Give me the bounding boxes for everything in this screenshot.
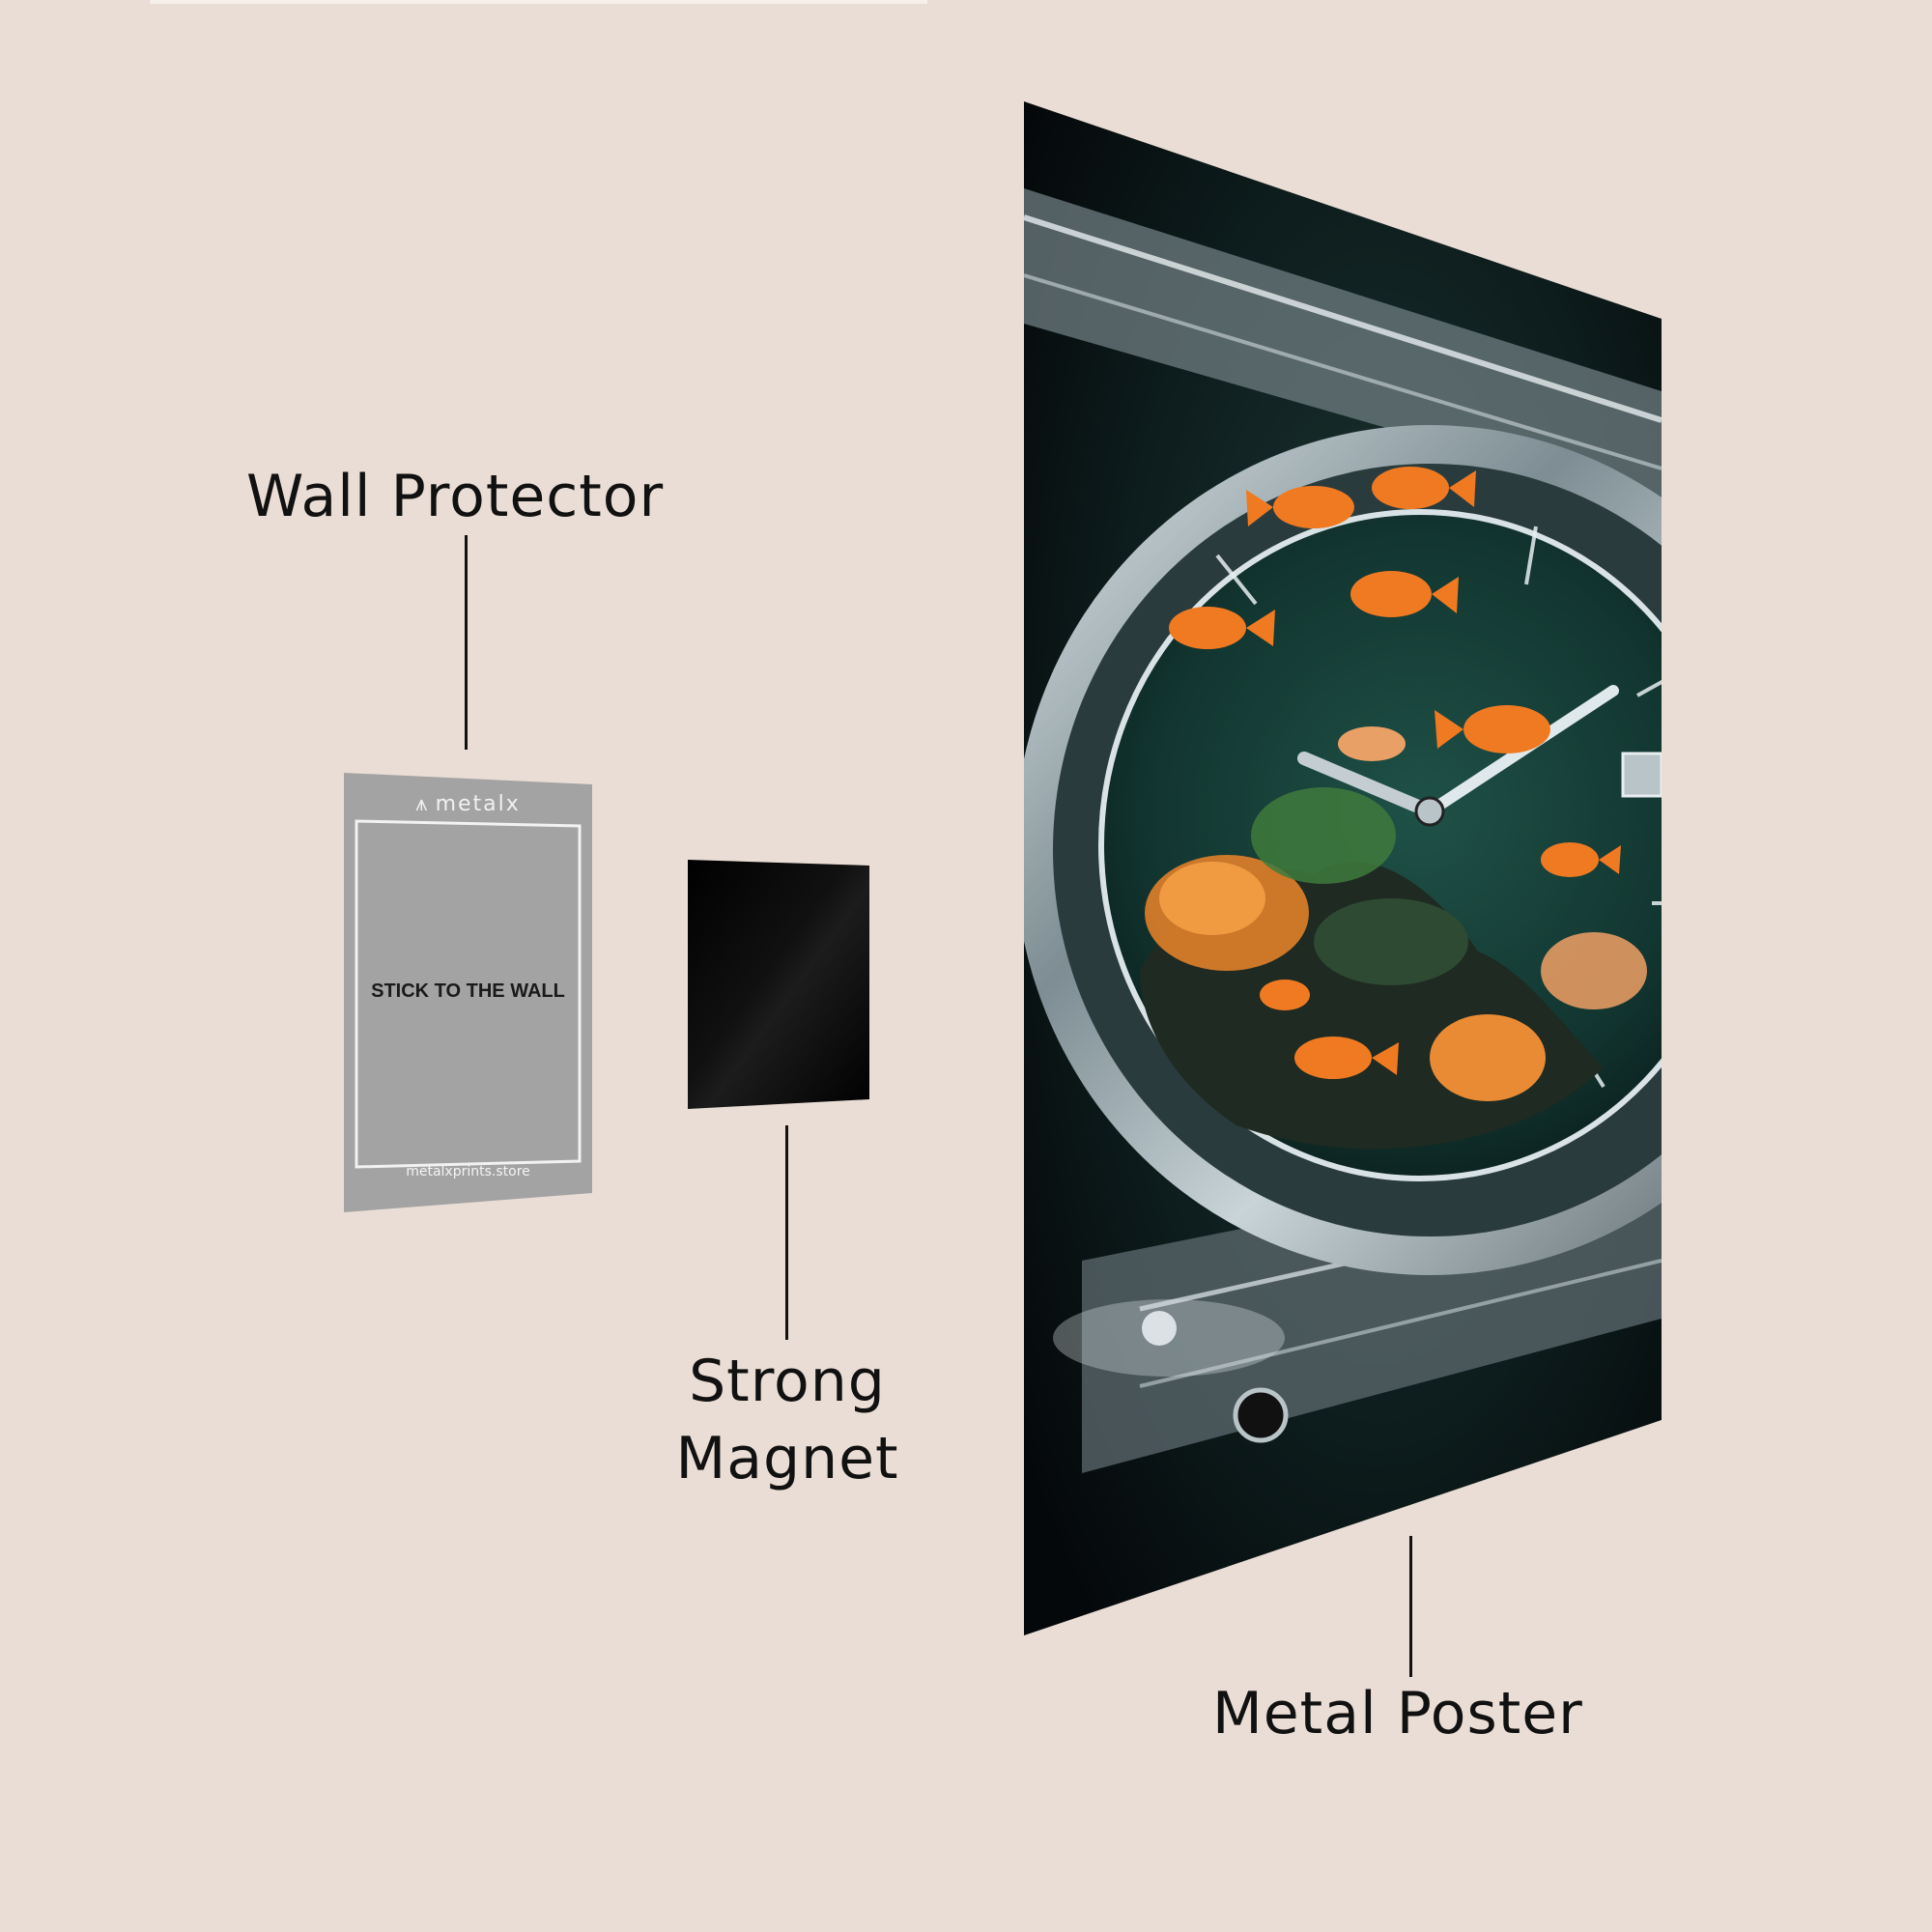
wall-protector-shape: [344, 773, 592, 1212]
metalx-logo-text: metalx: [435, 792, 521, 816]
wall-protector-leader-line: [465, 535, 468, 750]
wall-protector-card: ⩚metalx STICK TO THE WALL metalxprints.s…: [344, 773, 592, 1212]
metalx-logo: ⩚metalx: [344, 792, 592, 816]
metal-poster: [1024, 101, 1665, 1637]
magnet-label-line2: Magnet: [675, 1425, 899, 1492]
magnet-label-line1: Strong: [689, 1348, 886, 1415]
magnet-leader-line: [785, 1125, 788, 1340]
metal-poster-leader-line: [1409, 1536, 1412, 1677]
top-strip: [150, 0, 927, 4]
poster-artwork: [1024, 101, 1662, 1635]
metal-poster-label: Metal Poster: [1212, 1680, 1583, 1747]
strong-magnet: [688, 860, 871, 1111]
strong-magnet-label: Strong Magnet: [638, 1343, 937, 1497]
protector-instruction: STICK TO THE WALL: [371, 980, 565, 1002]
metalx-logo-icon: ⩚: [415, 792, 430, 816]
magnet-shape: [688, 860, 869, 1109]
protector-url: metalxprints.store: [406, 1164, 530, 1179]
wall-protector-label: Wall Protector: [246, 463, 665, 530]
